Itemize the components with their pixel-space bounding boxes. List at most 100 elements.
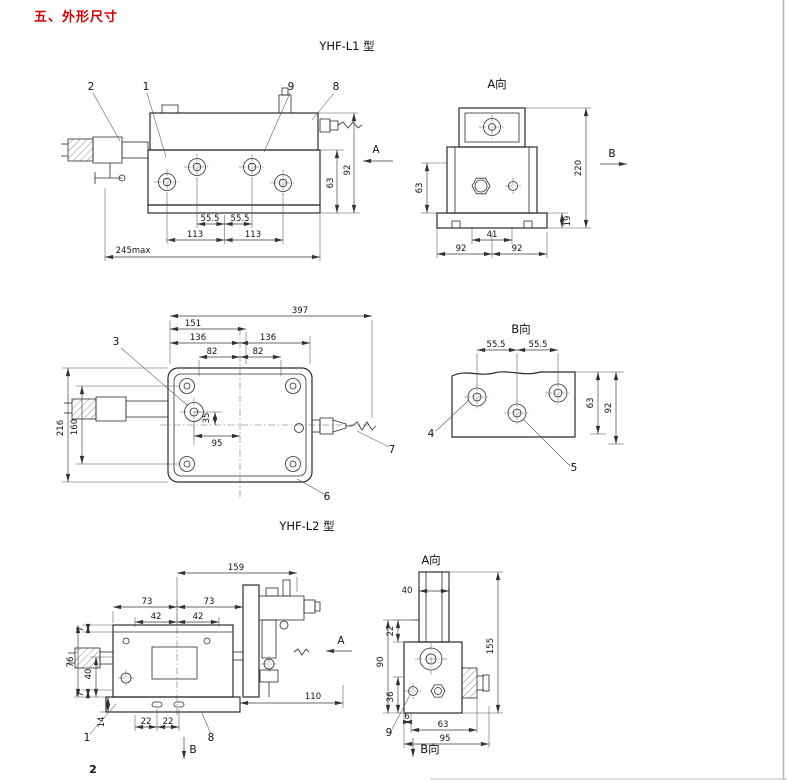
- page-number: 2: [89, 763, 97, 776]
- callout-5: 5: [522, 418, 578, 474]
- callout-7: 7: [356, 430, 396, 456]
- dim-label: 19: [563, 216, 573, 227]
- dim-14: 14: [97, 697, 111, 727]
- dim-73-pair: 73 73: [112, 597, 243, 623]
- callout-label: 9: [288, 81, 295, 93]
- bolt-circle: [285, 456, 301, 472]
- callout-9: 9: [386, 694, 411, 739]
- l2-front-pilot-valve: [233, 579, 321, 698]
- l1-front-solenoid: [61, 136, 149, 184]
- dim-label: 55.5: [201, 214, 220, 224]
- callout-label: 5: [571, 462, 578, 474]
- bolt-circle: [179, 378, 195, 394]
- view-arrow-label: B: [189, 744, 196, 756]
- dim-label: 22: [386, 626, 396, 637]
- dim-label: 55.5: [487, 340, 506, 350]
- dim-label: 151: [185, 319, 201, 329]
- view-direction-a: A: [326, 635, 352, 654]
- dim-label: 82: [207, 347, 218, 357]
- dim-label: 35: [202, 413, 212, 424]
- callout-8: 8: [311, 81, 340, 121]
- dim-label: 63: [326, 178, 336, 189]
- callout-label: 3: [113, 336, 120, 348]
- dim-label: 40: [402, 586, 413, 596]
- callout-8: 8: [201, 712, 214, 744]
- callout-3: 3: [113, 336, 188, 406]
- dim-label: 63: [438, 720, 449, 730]
- dim-label: 92: [343, 165, 353, 176]
- dim-label: 220: [574, 160, 584, 176]
- dim-label: 40: [84, 669, 94, 680]
- l2-front-solenoid: [68, 647, 114, 669]
- dim-40: 40: [402, 572, 450, 596]
- dim-55-5-pair: 55.5 55.5: [476, 340, 559, 402]
- dim-label: 160: [70, 419, 80, 435]
- dim-92-right: 92: [318, 112, 358, 213]
- dim-label: 42: [151, 612, 162, 622]
- dim-label: 245max: [116, 246, 151, 256]
- view-direction-b: B: [600, 148, 627, 167]
- dim-label: 6: [404, 712, 409, 722]
- callout-1: 1: [84, 703, 117, 744]
- dim-113-pair: 113 113: [166, 193, 284, 244]
- dim-label: 55.5: [529, 340, 548, 350]
- port-circle: [154, 169, 180, 195]
- dim-label: 55.5: [231, 214, 250, 224]
- l2-view-a-body: [403, 571, 490, 714]
- dim-label: 92: [512, 244, 523, 254]
- l1-top-body: [160, 328, 372, 498]
- callout-2: 2: [88, 81, 121, 142]
- dim-159: 159: [176, 563, 298, 604]
- dim-7-bottom: 7: [76, 688, 113, 699]
- callout-label: 8: [333, 81, 340, 93]
- view-arrow-label: A: [372, 144, 380, 156]
- port-circle: [184, 154, 210, 180]
- l1-view-b-body: [451, 371, 576, 438]
- dim-245max: 245max: [104, 188, 321, 261]
- dim-92-right: 92: [604, 372, 624, 445]
- view-b-caption: B向: [410, 738, 440, 757]
- dim-label: 22: [163, 717, 174, 727]
- dim-label: 73: [204, 597, 215, 607]
- callout-label: 4: [428, 428, 435, 440]
- callout-4: 4: [428, 399, 470, 440]
- bolt-circle: [285, 378, 301, 394]
- dim-40: 40: [84, 656, 113, 697]
- dim-6: 6: [402, 712, 413, 733]
- port-circle: [239, 154, 265, 180]
- dim-label: 73: [142, 597, 153, 607]
- dim-7-top: 7: [76, 623, 113, 634]
- view-a-caption: A向: [421, 553, 440, 567]
- l1-front-view: 2 1 9 8 A 55.5 55.5 113 113 245max: [61, 81, 393, 261]
- l1-front-cable-gland: [319, 118, 363, 133]
- l1-front-body: [147, 87, 321, 214]
- view-direction-b: B: [181, 737, 197, 759]
- l1-view-b: B向 55.5 55.5 63 92 4 5: [428, 322, 624, 474]
- bolt-circle: [179, 456, 195, 472]
- callout-6: 6: [296, 478, 331, 503]
- dim-155: 155: [449, 571, 503, 714]
- dim-110: 110: [239, 685, 344, 708]
- dim-label: 7: [76, 626, 86, 631]
- callout-1: 1: [143, 81, 167, 158]
- dim-label: 113: [187, 230, 203, 240]
- dim-95: 95: [193, 420, 240, 449]
- port-circle: [504, 400, 530, 426]
- view-a-caption: A向: [487, 77, 506, 91]
- l2-front-body: [105, 600, 241, 715]
- dim-label: 76: [66, 657, 76, 668]
- dim-216: 216: [56, 367, 168, 483]
- callout-label: 2: [88, 81, 95, 93]
- callout-label: 7: [389, 444, 396, 456]
- dim-label: 397: [292, 306, 308, 316]
- dim-22-pair: 22 22: [134, 709, 180, 731]
- dim-55-5-pair: 55.5 55.5: [196, 178, 253, 244]
- callout-label: 9: [386, 727, 393, 739]
- dim-label: 95: [212, 439, 223, 449]
- l2-title: YHF-L2 型: [278, 519, 334, 533]
- view-b-caption: B向: [511, 322, 530, 336]
- page-heading: 五、外形尺寸: [34, 10, 119, 25]
- dim-label: 92: [456, 244, 467, 254]
- l1-view-a-body: [436, 107, 548, 229]
